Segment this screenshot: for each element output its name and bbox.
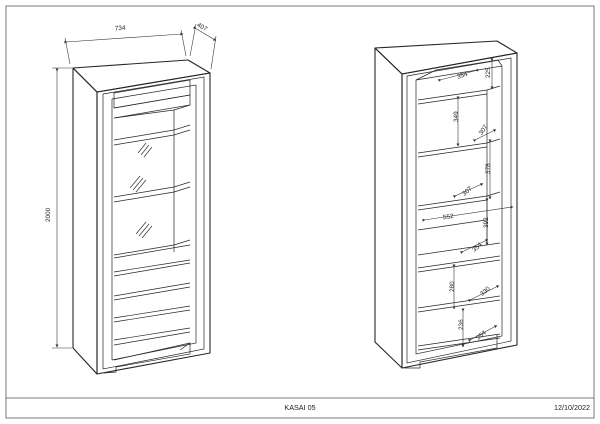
dim-width [64,29,187,65]
dim-depth-top-label: 354 [456,71,469,81]
glass-hatch-upper [137,142,153,158]
dim-width-label: 734 [115,25,127,33]
sheet-border [5,5,595,419]
dim-height-label: 2000 [45,207,52,222]
dim-depth-label: 407 [196,22,209,34]
dim-lines-interior [422,58,514,348]
dim-392-label: 392 [483,217,490,228]
dim-280-label: 280 [449,281,456,292]
dim-349-label: 349 [453,111,460,122]
footer-title: KASAI 05 [284,403,315,412]
glass-hatch-middle [129,175,147,193]
dim-depth [189,23,217,70]
dim-height [52,67,72,349]
dim-307a-label: 307 [478,123,490,136]
footer-date: 12/10/2022 [554,403,590,412]
dim-552-label: 552 [443,213,455,221]
dim-height-top-label: 225 [485,67,492,78]
dim-307b-label: 307 [461,185,474,198]
dim-330-label: 330 [479,285,492,298]
glass-hatch-lower [135,221,153,239]
dim-236-label: 236 [458,319,465,330]
cabinet-interior-view: 354 225 349 307 378 307 552 392 354 280 … [374,40,518,369]
cabinet-front-view: 734 407 2000 [45,22,217,375]
dim-354b-label: 354 [471,241,484,254]
dim-378-label: 378 [485,163,492,174]
